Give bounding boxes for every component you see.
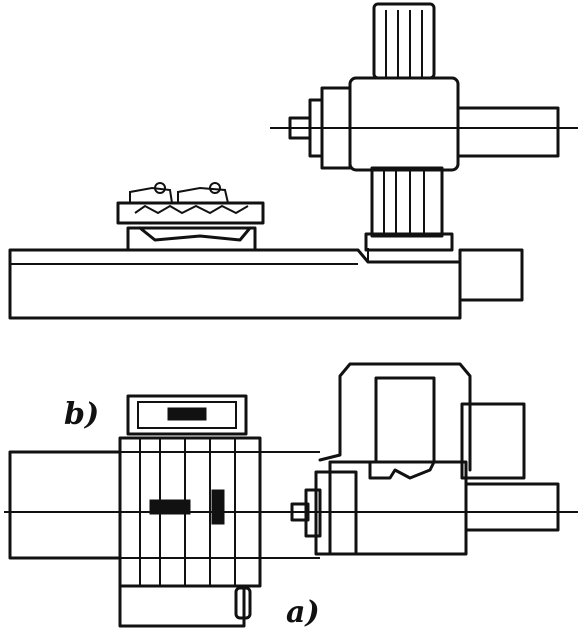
label-a: a) bbox=[286, 595, 320, 630]
machine-bed bbox=[8, 248, 524, 320]
plan-head bbox=[290, 362, 560, 556]
work-table bbox=[116, 182, 265, 252]
spindle-head bbox=[288, 76, 560, 172]
label-b: b) bbox=[64, 397, 99, 432]
plan-view bbox=[4, 362, 578, 628]
elevation-view bbox=[8, 2, 578, 320]
column bbox=[364, 166, 454, 252]
motor bbox=[372, 2, 436, 80]
